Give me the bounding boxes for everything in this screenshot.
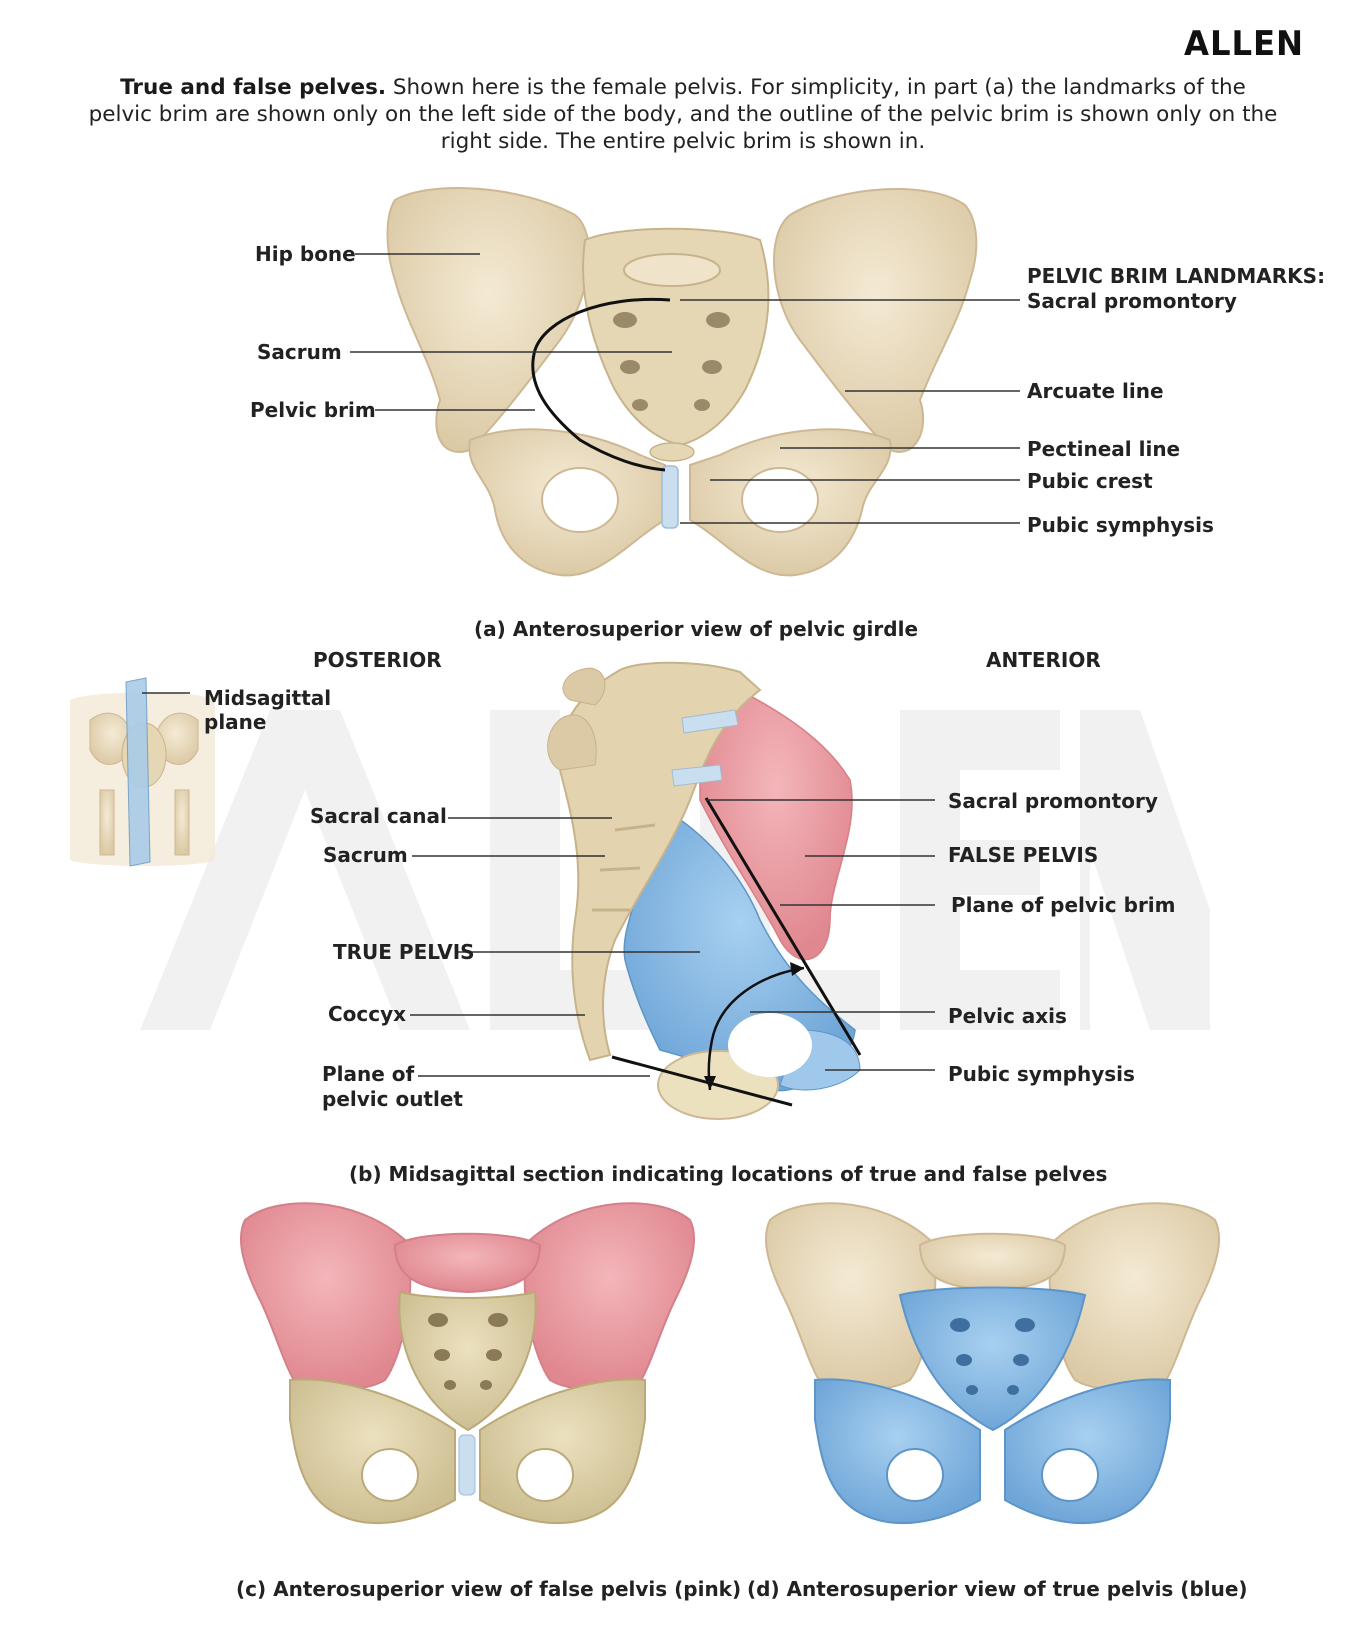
- label-true-pelvis: TRUE PELVIS: [333, 940, 475, 964]
- label-posterior: POSTERIOR: [313, 648, 442, 672]
- label-sacral-promontory-b: Sacral promontory: [948, 789, 1158, 813]
- label-sacral-canal: Sacral canal: [310, 804, 447, 828]
- allen-logo: ALLEN: [1184, 24, 1305, 64]
- label-midsagittal-2: plane: [204, 710, 267, 734]
- label-midsagittal-1: Midsagittal: [204, 686, 332, 710]
- label-sacrum-a: Sacrum: [257, 340, 342, 364]
- caption-c: (c) Anterosuperior view of false pelvis …: [236, 1577, 742, 1601]
- caption-b: (b) Midsagittal section indicating locat…: [349, 1162, 1108, 1186]
- midsagittal-plane-inset: [70, 677, 215, 867]
- intro-title: True and false pelves.: [120, 75, 387, 100]
- label-pelvic-axis: Pelvic axis: [948, 1004, 1067, 1028]
- label-hip-bone: Hip bone: [255, 242, 356, 266]
- label-plane-brim: Plane of pelvic brim: [951, 893, 1176, 917]
- label-false-pelvis: FALSE PELVIS: [948, 843, 1099, 867]
- label-anterior: ANTERIOR: [986, 648, 1101, 672]
- label-sacrum-b: Sacrum: [323, 843, 408, 867]
- intro-text: Shown here is the female pelvis. For sim…: [88, 75, 1278, 154]
- pelvis-anterior-view: [386, 187, 978, 577]
- label-landmarks-heading: PELVIC BRIM LANDMARKS:: [1027, 264, 1326, 288]
- pelvis-true-blue: [764, 1202, 1221, 1524]
- pelvis-false-pink: [239, 1202, 696, 1524]
- label-arcuate-line: Arcuate line: [1027, 379, 1164, 403]
- midsagittal-section: [547, 661, 862, 1120]
- label-pubic-crest: Pubic crest: [1027, 469, 1153, 493]
- intro-paragraph: True and false pelves. Shown here is the…: [88, 74, 1278, 155]
- label-pelvic-brim: Pelvic brim: [250, 398, 376, 422]
- label-plane-outlet-1: Plane of: [322, 1062, 415, 1086]
- label-pubic-symphysis-b: Pubic symphysis: [948, 1062, 1135, 1086]
- caption-a: (a) Anterosuperior view of pelvic girdle: [474, 617, 919, 641]
- label-pubic-symphysis-a: Pubic symphysis: [1027, 513, 1214, 537]
- caption-d: (d) Anterosuperior view of true pelvis (…: [747, 1577, 1248, 1601]
- panel-a-leader-lines: [350, 253, 1020, 524]
- label-plane-outlet-2: pelvic outlet: [322, 1087, 463, 1111]
- label-sacral-promontory-a: Sacral promontory: [1027, 289, 1237, 313]
- label-coccyx: Coccyx: [328, 1002, 407, 1026]
- panel-b-leader-lines: [410, 799, 935, 1077]
- label-pectineal-line: Pectineal line: [1027, 437, 1181, 461]
